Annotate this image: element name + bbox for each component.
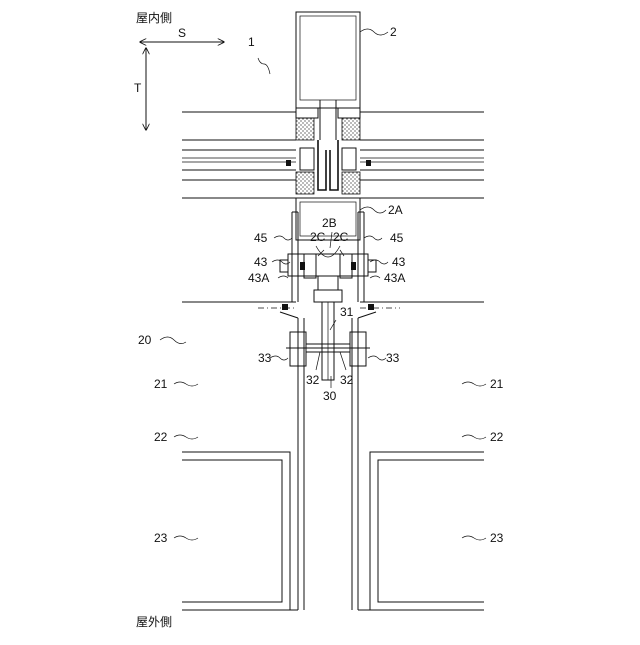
label-32-left: 32 [306,373,320,387]
label-2b: 2B [322,216,337,230]
gaskets [286,118,371,194]
label-21-right: 21 [490,377,504,391]
label-22-left: 22 [154,430,168,444]
label-23-left: 23 [154,531,168,545]
label-32-right: 32 [340,373,354,387]
label-43-right: 43 [392,255,406,269]
label-interior: 屋内側 [136,11,172,25]
panel-20-edge [182,302,484,310]
label-20: 20 [138,333,152,347]
label-2c-left: 2C [310,230,326,244]
label-43a-right: 43A [384,271,405,285]
label-31: 31 [340,305,354,319]
label-45-left: 45 [254,231,268,245]
label-21-left: 21 [154,377,168,391]
fastener-assembly [280,302,376,610]
label-33-right: 33 [386,351,400,365]
label-43a-left: 43A [248,271,269,285]
upper-glass-panel [182,112,484,198]
label-axis-t: T [134,81,142,95]
label-43-left: 43 [254,255,268,269]
label-exterior: 屋外側 [136,615,172,629]
leader-lines [160,29,486,540]
label-2c-right: 2C [333,230,349,244]
label-23-right: 23 [490,531,504,545]
label-1: 1 [248,35,255,49]
label-33-left: 33 [258,351,272,365]
label-30: 30 [323,389,337,403]
label-45-right: 45 [390,231,404,245]
label-2a: 2A [388,203,403,217]
label-22-right: 22 [490,430,504,444]
lower-panel-frames [182,452,484,610]
label-2: 2 [390,25,397,39]
label-axis-s: S [178,26,186,40]
